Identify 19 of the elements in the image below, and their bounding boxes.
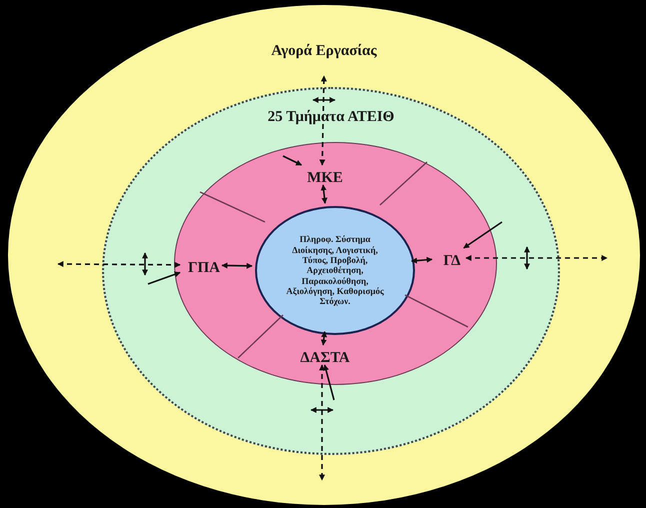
- segment-label: ΓΠΑ: [183, 257, 225, 279]
- segment-label: ΓΔ: [435, 251, 469, 271]
- dashed-arrow: [465, 255, 608, 261]
- arrow: [411, 256, 433, 264]
- ellipse-label: 25 Τμήματα ΑΤΕΙΘ: [266, 109, 396, 126]
- dashed-arrow: [319, 75, 327, 166]
- arrow: [221, 262, 253, 269]
- arrow: [320, 184, 328, 204]
- dashed-arrow: [319, 364, 325, 481]
- arrow: [320, 331, 328, 346]
- segment-label: ΔΑΣΤΑ: [293, 348, 357, 368]
- arrow: [148, 272, 181, 285]
- center-text: Πληροφ. Σύστημα Διοίκησης, Λογιστική, Τύπος, Προβολή, Αρχειοθέτηση, Παρακολούθηση, Αξιολόγηση, Καθορισμός Στόχων.: [285, 234, 385, 307]
- ellipse-label: Αγορά Εργασίας: [270, 43, 378, 60]
- arrow: [463, 221, 502, 249]
- dashed-arrow: [57, 261, 181, 268]
- arrow: [323, 364, 335, 400]
- arrow: [282, 155, 302, 166]
- segment-label: ΜΚΕ: [303, 168, 347, 188]
